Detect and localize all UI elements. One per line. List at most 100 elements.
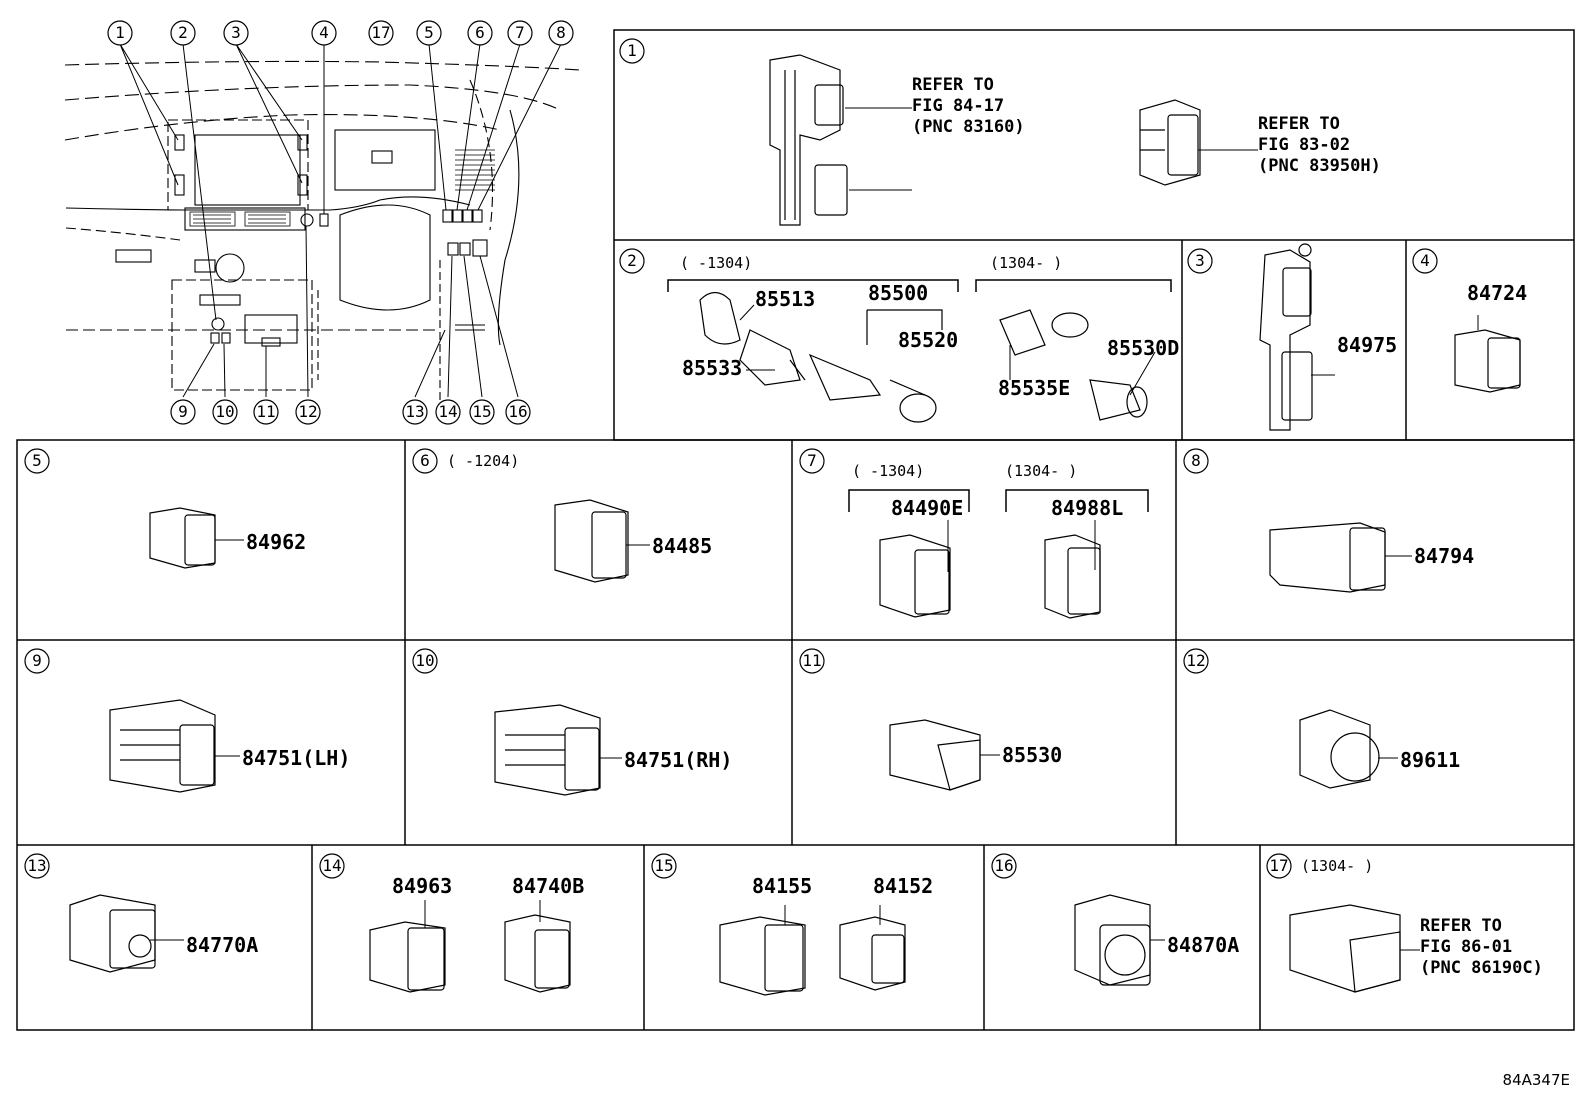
dimmer-switch-drawing (69, 894, 156, 973)
switch-assembly-drawing (769, 54, 848, 226)
svg-text:1: 1 (115, 23, 125, 42)
part-number-label: 85500 (868, 281, 928, 305)
overview-callout-10: 10 (212, 399, 238, 425)
switch-drawing (719, 916, 806, 996)
svg-text:17: 17 (371, 23, 390, 42)
panel-index-16: 16 (991, 853, 1017, 879)
switch-drawing (879, 534, 951, 618)
part-number-label: (PNC 86190C) (1420, 958, 1543, 978)
panel-index-8: 8 (1183, 448, 1209, 474)
svg-text:9: 9 (32, 651, 42, 670)
svg-text:2: 2 (627, 251, 637, 270)
part-number-label: 85530D (1107, 336, 1179, 360)
svg-text:4: 4 (1420, 251, 1430, 270)
overview-callout-11: 11 (253, 399, 279, 425)
panel-index-9: 9 (24, 648, 50, 674)
panel-index-10: 10 (412, 648, 438, 674)
svg-text:3: 3 (1195, 251, 1205, 270)
overview-callout-4: 4 (311, 20, 337, 46)
svg-text:4: 4 (319, 23, 329, 42)
figure-code: 84A347E (1502, 1071, 1570, 1089)
svg-text:8: 8 (556, 23, 566, 42)
overview-callout-12: 12 (295, 399, 321, 425)
svg-text:10: 10 (215, 402, 234, 421)
part-number-label: REFER TO (1420, 916, 1502, 936)
svg-text:5: 5 (424, 23, 434, 42)
switch-drawing (1269, 522, 1386, 593)
panel-index-4: 4 (1412, 248, 1438, 274)
overview-callout-5: 5 (416, 20, 442, 46)
svg-text:9: 9 (178, 402, 188, 421)
overview-callout-9: 9 (170, 399, 196, 425)
part-number-label: 89611 (1400, 748, 1460, 772)
hazard-switch-drawing (1259, 243, 1313, 431)
lighter-parts-drawing (699, 291, 1148, 423)
svg-text:12: 12 (1186, 651, 1205, 670)
production-range: (1304- ) (1301, 857, 1373, 875)
panel-index-14: 14 (319, 853, 345, 879)
svg-text:13: 13 (405, 402, 424, 421)
overview-callout-6: 6 (467, 20, 493, 46)
overview-callout-15: 15 (469, 399, 495, 425)
part-number-label: 85530 (1002, 743, 1062, 767)
panel-grid (16, 29, 1575, 1031)
part-number-label: 84975 (1337, 333, 1397, 357)
part-number-label: 84485 (652, 534, 712, 558)
svg-text:11: 11 (802, 651, 821, 670)
production-range: (1304- ) (1005, 462, 1077, 480)
part-number-label: FIG 84-17 (912, 96, 1004, 116)
svg-text:5: 5 (32, 451, 42, 470)
switch-drawing (554, 499, 629, 583)
svg-text:14: 14 (438, 402, 457, 421)
panel-index-17: 17 (1266, 853, 1292, 879)
part-number-label: (PNC 83160) (912, 117, 1025, 137)
svg-text:16: 16 (994, 856, 1013, 875)
production-range: (1304- ) (990, 254, 1062, 272)
svg-text:2: 2 (178, 23, 188, 42)
svg-text:13: 13 (27, 856, 46, 875)
svg-text:3: 3 (231, 23, 241, 42)
part-number-label: 85513 (755, 287, 815, 311)
switch-drawing (504, 914, 571, 993)
part-number-label: 84152 (873, 874, 933, 898)
overview-callout-13: 13 (402, 399, 428, 425)
overview-callout-2: 2 (170, 20, 196, 46)
switch-drawing (1289, 904, 1401, 993)
part-number-label: REFER TO (1258, 114, 1340, 134)
part-number-label: 84751(LH) (242, 746, 350, 770)
overview-callout-16: 16 (505, 399, 531, 425)
part-number-label: FIG 86-01 (1420, 937, 1512, 957)
svg-text:15: 15 (654, 856, 673, 875)
svg-text:17: 17 (1269, 856, 1288, 875)
overview-callout-7: 7 (507, 20, 533, 46)
panel-index-6: 6 (412, 448, 438, 474)
production-range: ( -1304) (680, 254, 752, 272)
switch-drawing (889, 719, 981, 791)
part-number-label: 84751(RH) (624, 748, 732, 772)
svg-text:11: 11 (256, 402, 275, 421)
part-number-label: FIG 83-02 (1258, 135, 1350, 155)
svg-text:10: 10 (415, 651, 434, 670)
mirror-switch-drawing (1074, 894, 1151, 986)
panel-index-12: 12 (1183, 648, 1209, 674)
panel-index-7: 7 (799, 448, 825, 474)
switch-drawing (1139, 99, 1201, 186)
part-number-label: 84770A (186, 933, 258, 957)
overview-callout-1: 1 (107, 20, 133, 46)
overview-callout-3: 3 (223, 20, 249, 46)
part-number-label: 85533 (682, 356, 742, 380)
part-drawings (69, 54, 1521, 996)
svg-text:6: 6 (475, 23, 485, 42)
svg-text:15: 15 (472, 402, 491, 421)
production-range: ( -1204) (447, 452, 519, 470)
start-switch-drawing (1299, 709, 1380, 789)
part-number-label: 84963 (392, 874, 452, 898)
switch-drawing (369, 921, 446, 993)
panel-index-3: 3 (1187, 248, 1213, 274)
switch-drawing (1044, 534, 1101, 619)
part-number-label: 84724 (1467, 281, 1527, 305)
part-number-label: REFER TO (912, 75, 994, 95)
switch-drawing (149, 507, 216, 569)
svg-text:16: 16 (508, 402, 527, 421)
